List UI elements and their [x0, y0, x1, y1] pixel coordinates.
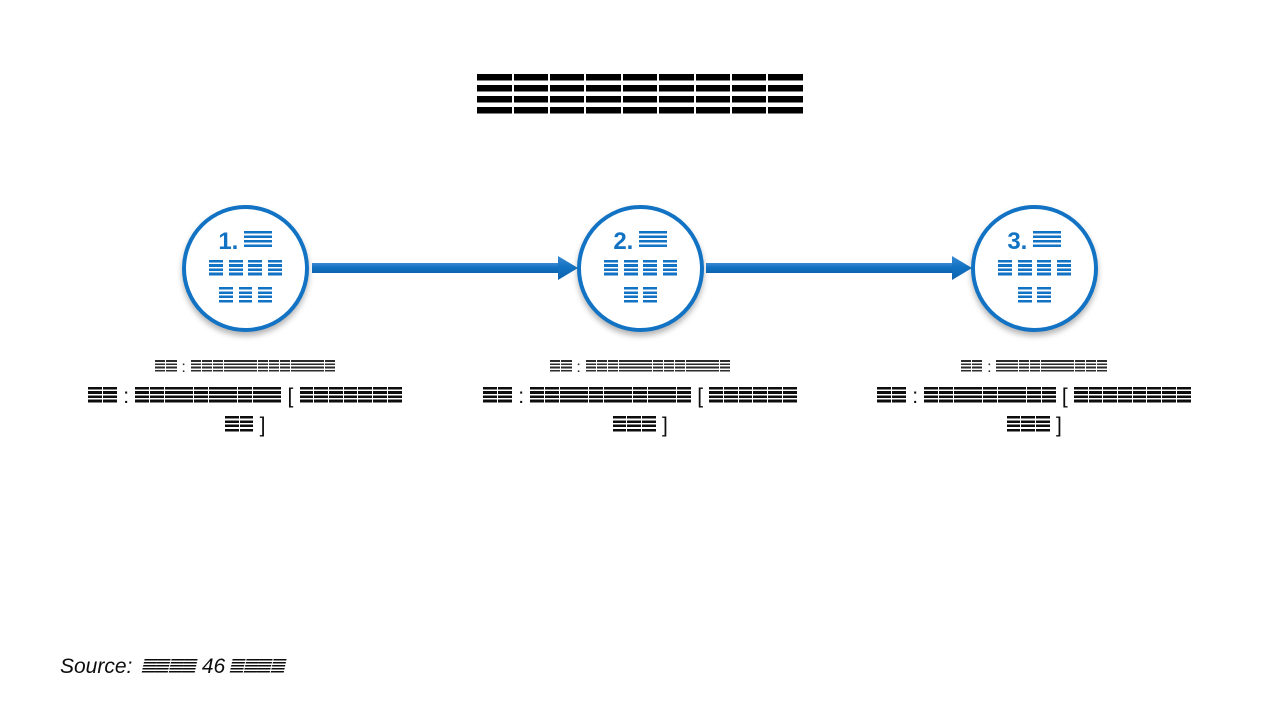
step-1-caption-note-redacted: :: [45, 358, 445, 378]
step-3-caption-main-line-1: : [: [834, 382, 1234, 411]
source-line: Source: 46: [60, 655, 286, 679]
step-3-caption-note-redacted: :: [834, 358, 1234, 378]
source-text-redacted: 46: [141, 655, 286, 679]
step-3-caption: : : [ ]: [834, 358, 1234, 440]
arrow-shaft: [706, 263, 952, 273]
step-2-number: 2.: [613, 227, 634, 255]
step-3-number: 3.: [1007, 227, 1028, 255]
step-2-caption-note-redacted: :: [440, 358, 840, 378]
step-2-label-redacted: [638, 230, 668, 254]
step-1-circle: 1.: [182, 205, 309, 332]
step-2-caption: : : [ ]: [440, 358, 840, 440]
step-1-label-redacted: [243, 230, 273, 254]
step-3-caption-main-line-2: ]: [834, 411, 1234, 440]
slide-title-redacted: [0, 72, 1280, 124]
step-3-heading: 3.: [1007, 229, 1062, 253]
step-1-heading: 1.: [218, 229, 273, 253]
step-1-label-line-2: [209, 259, 283, 278]
step-2-circle: 2.: [577, 205, 704, 332]
arrow-shaft: [312, 263, 558, 273]
flow-arrow-1-to-2: [312, 256, 578, 280]
step-2-label-line-2: [604, 259, 678, 278]
step-1-caption-main-line-2: ]: [45, 411, 445, 440]
step-1-number: 1.: [218, 227, 239, 255]
step-1-caption: : : [ ]: [45, 358, 445, 440]
step-2-label-line-3: [623, 286, 658, 305]
arrow-head-icon: [952, 256, 972, 280]
step-3-label-line-3: [1017, 286, 1052, 305]
step-3-circle: 3.: [971, 205, 1098, 332]
step-1-label-line-3: [218, 286, 273, 305]
flow-arrow-2-to-3: [706, 256, 972, 280]
step-3-label-line-2: [998, 259, 1072, 278]
step-3-label-redacted: [1032, 230, 1062, 254]
step-2-caption-main-line-2: ]: [440, 411, 840, 440]
step-1-caption-main-line-1: : [: [45, 382, 445, 411]
step-2-heading: 2.: [613, 229, 668, 253]
source-label: Source:: [60, 655, 133, 678]
arrow-head-icon: [558, 256, 578, 280]
step-2-caption-main-line-1: : [: [440, 382, 840, 411]
